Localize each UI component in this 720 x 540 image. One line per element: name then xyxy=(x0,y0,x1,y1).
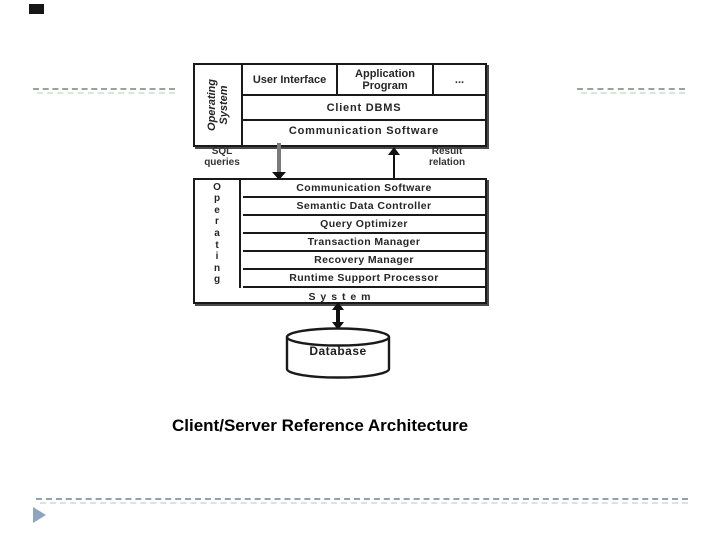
result-label-line2: relation xyxy=(428,157,466,168)
user-interface-cell: User Interface xyxy=(243,65,338,94)
placeholder-dash-left xyxy=(33,88,175,90)
db-arrow-shaft xyxy=(336,309,340,323)
placeholder-dash-right xyxy=(577,88,685,90)
result-label-line1: Result xyxy=(431,146,463,157)
placeholder-dash-bottom xyxy=(36,498,688,500)
database-cylinder-shape xyxy=(285,327,391,379)
slide-caption: Client/Server Reference Architecture xyxy=(172,416,469,435)
db-arrow-up-icon xyxy=(332,302,344,310)
client-row-top: User Interface Application Program ... xyxy=(243,65,485,96)
server-row-comm-software: Communication Software xyxy=(243,180,485,198)
db-arrow-down-icon xyxy=(332,322,344,330)
result-up-arrow-icon xyxy=(388,147,400,155)
sql-label-line2: queries xyxy=(204,157,240,168)
client-cells: User Interface Application Program ... C… xyxy=(243,65,485,145)
result-relation-label: Result relation xyxy=(416,146,478,168)
client-os-line1: Operating xyxy=(206,79,219,131)
server-operating-column: O p e r a t i n g xyxy=(195,180,241,288)
os-letter: p xyxy=(213,193,221,205)
os-letter: a xyxy=(214,227,220,239)
os-letter: e xyxy=(214,204,220,216)
sql-down-arrow-shaft xyxy=(277,143,281,172)
placeholder-dash-right-echo xyxy=(581,92,685,94)
client-os-line2: System xyxy=(218,85,231,125)
placeholder-dash-bottom-echo xyxy=(40,502,688,504)
server-rows: Communication Software Semantic Data Con… xyxy=(243,180,485,288)
client-os-vertical-label: Operating System xyxy=(206,79,230,131)
os-letter: g xyxy=(213,274,221,286)
slide-marker xyxy=(29,4,44,14)
client-comm-software-cell: Communication Software xyxy=(288,125,440,137)
result-up-arrow-shaft xyxy=(393,155,395,180)
play-triangle-icon xyxy=(33,507,46,523)
placeholder-dash-left-echo xyxy=(37,92,175,94)
application-program-cell: Application Program xyxy=(338,65,434,94)
database-label: Database xyxy=(309,344,367,358)
client-tier-box: Operating System User Interface Applicat… xyxy=(193,63,487,147)
os-letter: t xyxy=(215,239,219,251)
server-row-recovery-manager: Recovery Manager xyxy=(243,252,485,270)
client-dbms-cell: Client DBMS xyxy=(243,96,485,121)
database-cylinder: Database xyxy=(284,327,392,379)
sql-queries-label: SQL queries xyxy=(194,146,250,168)
server-system-label: S y s t e m xyxy=(308,291,372,303)
server-row-transaction-manager: Transaction Manager xyxy=(243,234,485,252)
sql-down-arrow-icon xyxy=(272,172,286,180)
os-letter: r xyxy=(215,216,219,228)
os-letter: n xyxy=(213,262,221,274)
sql-label-line1: SQL xyxy=(211,146,233,157)
os-letter: O xyxy=(213,181,221,193)
ellipsis-cell: ... xyxy=(454,73,465,86)
client-operating-system-column: Operating System xyxy=(195,65,243,145)
server-row-query-optimizer: Query Optimizer xyxy=(243,216,485,234)
server-tier-box: O p e r a t i n g Communication Software… xyxy=(193,178,487,304)
server-row-runtime-support-processor: Runtime Support Processor xyxy=(243,270,485,288)
server-row-semantic-data-controller: Semantic Data Controller xyxy=(243,198,485,216)
os-letter: i xyxy=(215,251,219,263)
